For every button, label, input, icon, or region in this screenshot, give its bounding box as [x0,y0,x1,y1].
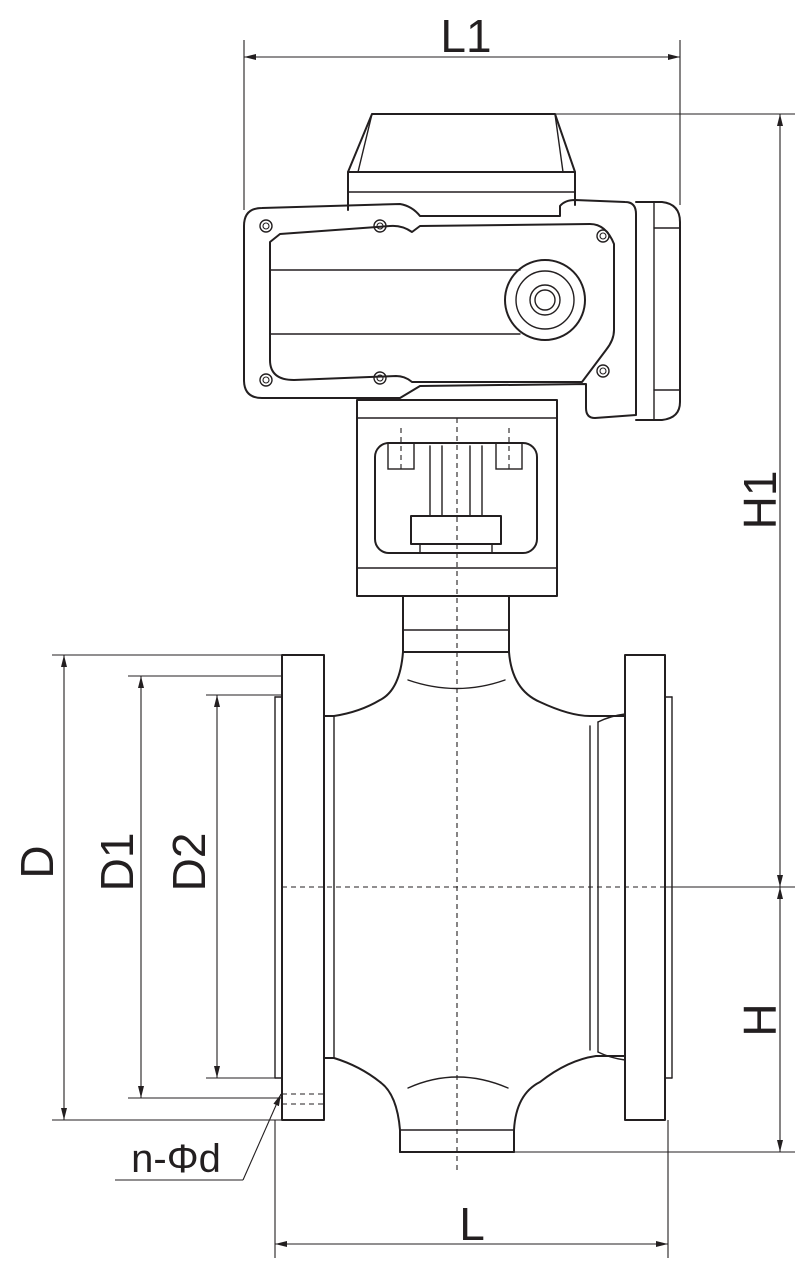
electric-actuator [243,113,681,421]
label-D2: D2 [163,833,215,892]
label-D1: D1 [91,833,143,892]
valve-neck [402,595,510,653]
label-L: L [459,1198,485,1250]
dimension-labels: L1 H1 H D D1 D2 L n-Φd [11,10,786,1250]
actuator-side-cover [635,201,681,421]
actuator-top-cap [347,113,576,211]
dimension-lines [52,40,795,1258]
label-n-phi-d: n-Φd [131,1137,221,1181]
label-D: D [11,845,63,878]
center-lines [282,418,665,1170]
valve-body [274,651,673,1153]
label-L1: L1 [440,10,491,62]
label-H1: H1 [734,471,786,530]
mounting-bracket [356,399,558,597]
actuator-housing [243,199,637,419]
label-H: H [734,1003,786,1036]
